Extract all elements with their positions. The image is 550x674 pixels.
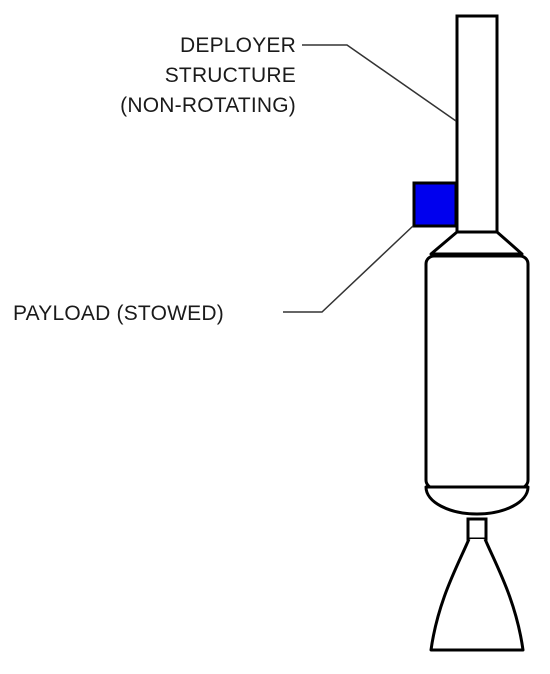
adapter-cone	[429, 230, 524, 256]
aft-dome	[424, 485, 530, 516]
deployer-label-line1: DEPLOYER	[180, 34, 296, 57]
deployer-label-line3: (NON-ROTATING)	[120, 94, 296, 117]
motor-body	[424, 254, 530, 490]
nozzle-bell	[429, 538, 525, 652]
payload-leader-line	[283, 225, 414, 313]
payload-block	[412, 181, 458, 228]
payload-label: PAYLOAD (STOWED)	[13, 302, 224, 325]
deployer-mast	[455, 14, 499, 234]
deployer-label-line2: STRUCTURE	[165, 64, 296, 87]
deployer-leader-line	[302, 44, 457, 122]
nozzle-throat	[466, 517, 488, 541]
